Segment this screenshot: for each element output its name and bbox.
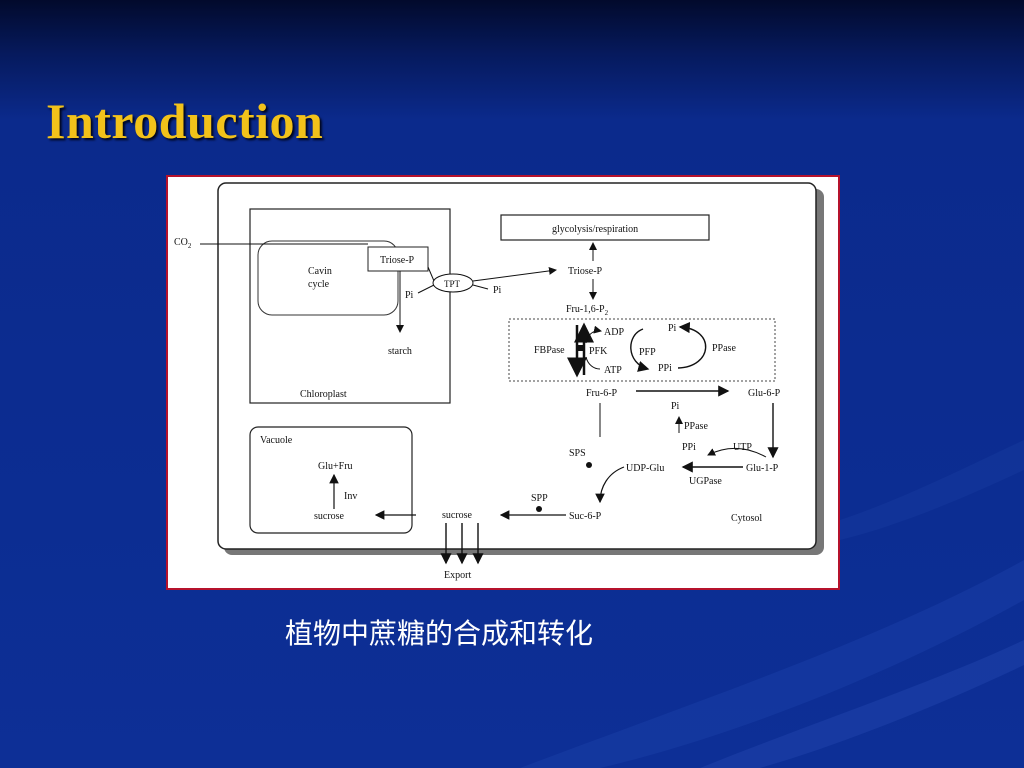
adp-label: ADP [604, 327, 624, 338]
starch-label: starch [388, 346, 412, 357]
export-label: Export [444, 570, 471, 581]
vacuole-box [249, 426, 413, 534]
triose-p-box [367, 246, 429, 272]
cavin-cycle-box [257, 240, 399, 316]
cavin-label-2: cycle [308, 279, 330, 290]
cytosol-label: Cytosol [731, 513, 762, 524]
vacuole-label: Vacuole [260, 435, 293, 446]
chloroplast-box [249, 208, 451, 404]
tpt-pi: Pi [493, 285, 502, 296]
tpt-transporter [432, 273, 474, 293]
fru6p-label: Fru-6-P [586, 388, 618, 399]
ppase-label-2: PPase [684, 421, 708, 432]
chloroplast-pi: Pi [405, 290, 414, 301]
regulation-box [508, 318, 776, 382]
slide-title: Introduction [46, 93, 324, 149]
inv-label: Inv [344, 491, 357, 502]
sps-label: SPS [569, 448, 586, 459]
cytosol-panel [217, 182, 817, 550]
ugpase-label: UGPase [689, 476, 722, 487]
glycolysis-label: glycolysis/respiration [552, 224, 638, 235]
fru16p-label: Fru-1,6-P2 [566, 304, 609, 317]
glu1p-label: Glu-1-P [746, 463, 779, 474]
glu-fru-label: Glu+Fru [318, 461, 353, 472]
sucrose-cytosol-label: sucrose [442, 510, 473, 521]
cytosol-triose-p: Triose-P [568, 266, 603, 277]
glu6p-label: Glu-6-P [748, 388, 781, 399]
fbpase-label: FBPase [534, 345, 565, 356]
tpt-label: TPT [444, 279, 461, 289]
pi-top-label: Pi [668, 323, 677, 334]
pfp-label: PFP [639, 347, 656, 358]
ppi-2-label: PPi [682, 442, 696, 453]
chloroplast-triose-p: Triose-P [380, 255, 415, 266]
atp-label: ATP [604, 365, 622, 376]
ppi-label: PPi [658, 363, 672, 374]
pi-2-label: Pi [671, 401, 680, 412]
vacuole-sucrose-label: sucrose [314, 511, 345, 522]
sucrose-pathway-diagram: Cavin cycle Triose-P Pi starch Chloropla… [174, 182, 824, 581]
spp-label: SPP [531, 493, 548, 504]
diagram-frame: Cavin cycle Triose-P Pi starch Chloropla… [166, 175, 840, 590]
utp-label: UTP [733, 442, 752, 453]
cavin-label-1: Cavin [308, 266, 332, 277]
ppase-label-1: PPase [712, 343, 736, 354]
slide-caption: 植物中蔗糖的合成和转化 [285, 617, 594, 650]
co2-label: CO2 [174, 237, 192, 250]
chloroplast-label: Chloroplast [300, 389, 347, 400]
pfk-label: PFK [589, 346, 608, 357]
glycolysis-box [500, 214, 710, 241]
suc6p-label: Suc-6-P [569, 511, 602, 522]
udp-glu-label: UDP-Glu [626, 463, 664, 474]
